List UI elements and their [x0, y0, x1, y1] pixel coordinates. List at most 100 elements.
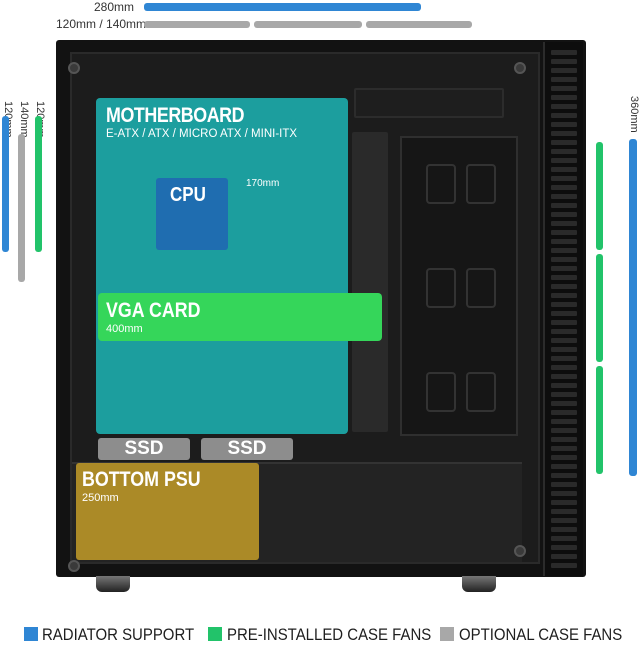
- rear-preinstalled-fan-bar: [35, 116, 42, 252]
- rear-drive-cage: [400, 136, 518, 436]
- legend-preinstalled-label: PRE-INSTALLED CASE FANS: [227, 625, 432, 644]
- front-vent-slit: [551, 239, 577, 244]
- cpu-area: [156, 178, 228, 250]
- front-vent-slit: [551, 527, 577, 532]
- front-vent-slit: [551, 545, 577, 550]
- front-vent-slit: [551, 401, 577, 406]
- vga-card-clearance: 400mm: [106, 323, 143, 335]
- case-foot-left: [96, 576, 130, 592]
- screw: [514, 62, 526, 74]
- rear-radiator-bar: [2, 116, 9, 252]
- mount-slot: [466, 164, 496, 204]
- ssd-slot-1: SSD: [98, 438, 190, 460]
- front-vent-slit: [551, 59, 577, 64]
- front-vent-slit: [551, 482, 577, 487]
- mount-slot: [466, 268, 496, 308]
- mount-slot: [426, 164, 456, 204]
- front-vent-slit: [551, 257, 577, 262]
- front-vent-slit: [551, 230, 577, 235]
- top-fan-bar-3: [366, 21, 472, 28]
- front-vent-slit: [551, 428, 577, 433]
- legend-optional-label: OPTIONAL CASE FANS: [459, 625, 623, 644]
- front-vent-slit: [551, 158, 577, 163]
- front-vent-slit: [551, 302, 577, 307]
- front-radiator-label: 360mm: [628, 96, 640, 133]
- front-vent-slit: [551, 374, 577, 379]
- psu-title: BOTTOM PSU: [82, 468, 201, 491]
- front-vent-slit: [551, 167, 577, 172]
- front-vent-slit: [551, 176, 577, 181]
- front-vent-slit: [551, 509, 577, 514]
- front-vent-slit: [551, 68, 577, 73]
- legend-optional-swatch: [440, 627, 454, 641]
- case-foot-right: [462, 576, 496, 592]
- cpu-title: CPU: [170, 184, 206, 206]
- front-vent-slit: [551, 320, 577, 325]
- top-radiator-label: 280mm: [94, 0, 135, 14]
- front-vent-slit: [551, 536, 577, 541]
- front-vent-slit: [551, 410, 577, 415]
- front-fan-bar-3: [596, 366, 603, 474]
- psu-area: [76, 463, 259, 560]
- front-vent-slit: [551, 140, 577, 145]
- top-fan-bar-2: [254, 21, 362, 28]
- front-vent-slit: [551, 464, 577, 469]
- screw: [514, 545, 526, 557]
- front-vent-slit: [551, 149, 577, 154]
- front-vent-slit: [551, 311, 577, 316]
- front-vent-slit: [551, 77, 577, 82]
- front-vent-slit: [551, 455, 577, 460]
- front-vent-slit: [551, 446, 577, 451]
- front-vent-slit: [551, 104, 577, 109]
- mount-slot: [466, 372, 496, 412]
- front-vent-slit: [551, 419, 577, 424]
- front-vent-slit: [551, 275, 577, 280]
- mount-slot: [426, 268, 456, 308]
- motherboard-title: MOTHERBOARD: [106, 104, 245, 127]
- front-vent-slit: [551, 266, 577, 271]
- front-vent-slit: [551, 383, 577, 388]
- rear-optional-fan-bar: [18, 134, 25, 282]
- front-vent-slit: [551, 203, 577, 208]
- cable-grommet-strip: [352, 132, 388, 432]
- front-vent-slit: [551, 86, 577, 91]
- front-vent-slit: [551, 293, 577, 298]
- ssd-slot-2: SSD: [201, 438, 293, 460]
- screw: [68, 560, 80, 572]
- front-vent-slit: [551, 221, 577, 226]
- legend-preinstalled-swatch: [208, 627, 222, 641]
- front-fan-bar-1: [596, 142, 603, 250]
- front-vent-slit: [551, 50, 577, 55]
- front-fan-bar-2: [596, 254, 603, 362]
- front-vent-slit: [551, 437, 577, 442]
- motherboard-formats: E-ATX / ATX / MICRO ATX / MINI-ITX: [106, 128, 298, 140]
- front-vent-slit: [551, 95, 577, 100]
- front-vent-slit: [551, 185, 577, 190]
- screw: [68, 62, 80, 74]
- vga-card-title: VGA CARD: [106, 299, 201, 322]
- front-vent-slit: [551, 563, 577, 568]
- front-vent-slit: [551, 518, 577, 523]
- front-vent-slit: [551, 473, 577, 478]
- top-radiator-bar: [144, 3, 421, 11]
- top-cable-cutout: [354, 88, 504, 118]
- front-vent-slit: [551, 338, 577, 343]
- front-vent-slit: [551, 194, 577, 199]
- legend-radiator-label: RADIATOR SUPPORT: [42, 625, 195, 644]
- motherboard-area: [96, 98, 348, 434]
- front-vent-slit: [551, 329, 577, 334]
- mount-slot: [426, 372, 456, 412]
- front-vent-slit: [551, 500, 577, 505]
- cpu-cooler-clearance: 170mm: [246, 178, 280, 189]
- front-vent-slit: [551, 554, 577, 559]
- psu-clearance: 250mm: [82, 492, 119, 504]
- front-vent-slit: [551, 365, 577, 370]
- legend-radiator-swatch: [24, 627, 38, 641]
- vga-card-area: [98, 293, 382, 341]
- front-radiator-bar: [629, 139, 637, 476]
- front-vent-slit: [551, 356, 577, 361]
- front-vent-slit: [551, 113, 577, 118]
- top-fan-bar-1: [144, 21, 250, 28]
- front-vent-slit: [551, 131, 577, 136]
- rear-grey-label: 140mm: [18, 101, 30, 138]
